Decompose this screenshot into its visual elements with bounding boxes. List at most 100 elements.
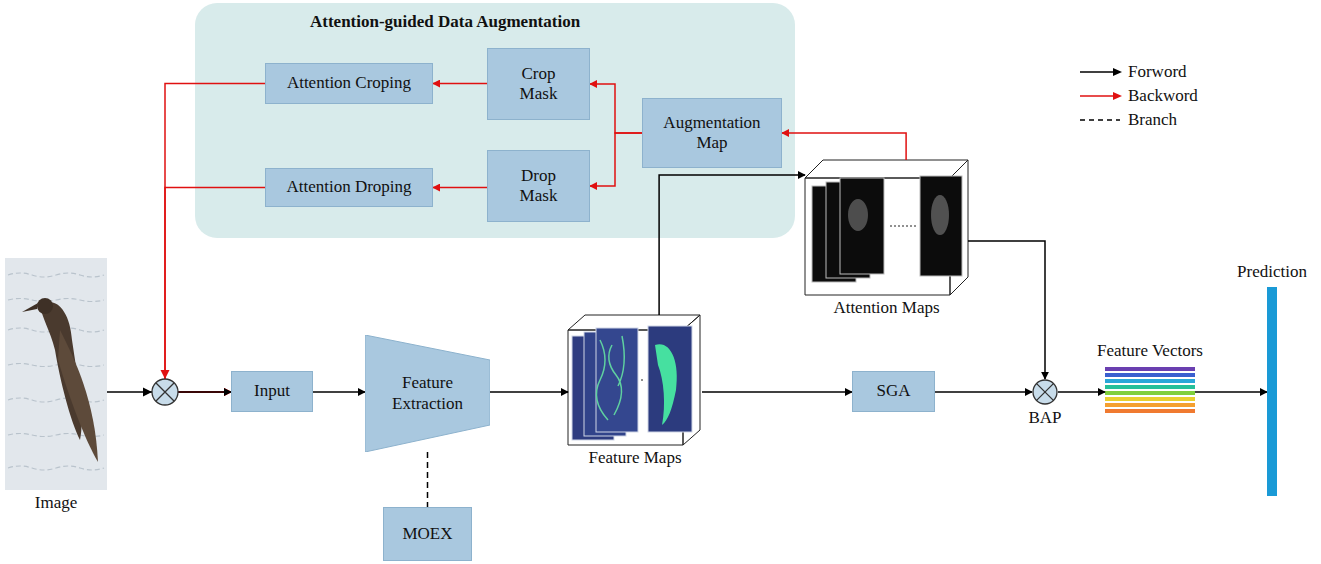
text-group: Augmentation Map — [660, 113, 764, 154]
legend-line — [1080, 95, 1114, 97]
feature-vector-stripes-part — [1105, 385, 1195, 389]
multiply-operator-part — [143, 388, 152, 397]
backward-sample — [1078, 89, 1124, 103]
process-box: SGA — [852, 371, 935, 412]
process-box: Attention Droping — [265, 168, 433, 207]
forward-arrow — [659, 175, 805, 315]
feature-map-stack-part — [641, 380, 645, 381]
figure-label: BAP — [1028, 408, 1061, 428]
figure-label: Feature Maps — [588, 448, 681, 468]
attention-map-stack-part — [840, 178, 884, 274]
attention-map-stack — [805, 160, 968, 295]
bird-photo — [5, 258, 107, 490]
figure-label: Image — [35, 493, 77, 513]
branch-line — [427, 452, 429, 507]
box-label: Crop Mask — [509, 64, 569, 105]
feature-vector-stripes — [1105, 367, 1195, 413]
process-box: Augmentation Map — [642, 98, 782, 168]
feature-map-stack-part — [655, 344, 677, 425]
bird-photo-part — [22, 303, 38, 312]
process-box: MOEX — [383, 507, 472, 561]
mask-box: Drop Mask — [487, 150, 590, 222]
box-label: Input — [254, 381, 290, 401]
attention-map-stack-part — [890, 226, 916, 227]
backward-arrow — [165, 84, 265, 393]
forward-arrow — [968, 241, 1045, 379]
group-panel: Attention-guided Data AugmentationAttent… — [195, 3, 795, 238]
backward-arrow — [782, 133, 906, 160]
box-label: Augmentation Map — [660, 113, 764, 154]
figure-label: Prediction — [1237, 262, 1307, 282]
bird-photo-part — [37, 298, 53, 314]
text-group: Attention Droping — [286, 177, 411, 197]
attention-map-stack-part — [848, 199, 868, 231]
feature-map-stack-part — [596, 328, 638, 432]
attention-map-stack-part — [920, 176, 962, 276]
feature-vector-stripes-part — [1105, 373, 1195, 377]
multiply-operator-part — [156, 383, 174, 401]
text-group: Feature Extraction — [386, 373, 470, 414]
bird-photo-part — [5, 258, 107, 490]
box-label: Attention Croping — [287, 73, 411, 93]
feature-maps: Feature Maps — [568, 315, 702, 445]
feature-vector-stripes-part — [1105, 391, 1195, 395]
legend-row: Forword — [1078, 60, 1198, 84]
trapezoid-shape — [365, 335, 490, 452]
bap-operator: BAP — [1032, 379, 1058, 405]
figure-label: Feature Vectors — [1097, 341, 1203, 361]
forward-arrow — [490, 391, 568, 393]
operator-cross — [1037, 384, 1054, 401]
forward-arrow — [313, 391, 365, 393]
legend-line — [1080, 71, 1114, 73]
bird-photo-part — [58, 330, 98, 462]
figure-label: Attention Maps — [833, 298, 939, 318]
feature-vectors: Feature Vectors — [1105, 366, 1195, 416]
legend-arrow-head — [1113, 92, 1122, 100]
feature-map-stack-part — [648, 326, 692, 432]
text-group: Drop Mask — [509, 166, 569, 207]
operator-circle — [1033, 380, 1057, 404]
forward-arrow — [702, 391, 852, 393]
legend-label: Forword — [1128, 62, 1187, 82]
box-label: SGA — [876, 381, 910, 401]
feature-vector-stripes-part — [1105, 397, 1195, 401]
box-label: Drop Mask — [509, 166, 569, 207]
forward-arrow — [1195, 391, 1267, 393]
process-box: Input — [231, 371, 313, 412]
feature-map-stack — [568, 315, 700, 445]
multiply-operator-part — [161, 370, 170, 379]
feature-vector-stripes-part — [1105, 379, 1195, 383]
forward-sample — [1078, 65, 1124, 79]
process-box: Attention Croping — [265, 63, 433, 104]
text-group: Input — [254, 381, 290, 401]
legend-line — [1080, 119, 1120, 121]
operator-outline — [1032, 379, 1058, 405]
backward-arrow — [590, 84, 642, 133]
feature-map-stack-part — [596, 336, 624, 420]
text-group: MOEX — [402, 524, 452, 544]
box-label: MOEX — [402, 524, 452, 544]
backward-arrow — [590, 133, 642, 186]
group-panel-ground — [195, 3, 795, 238]
legend: ForwordBackwordBranch — [1078, 60, 1198, 132]
box-label: Feature Extraction — [386, 373, 470, 414]
bird-photo-part — [8, 273, 104, 470]
attention-maps: Attention Maps — [805, 160, 968, 295]
legend-row: Branch — [1078, 108, 1198, 132]
legend-row: Backword — [1078, 84, 1198, 108]
backward-arrow — [433, 83, 487, 85]
forward-arrow — [1058, 391, 1105, 393]
feature-vector-stripes-part — [1105, 367, 1195, 371]
branch-sample — [1078, 113, 1124, 127]
text-group: Attention Croping — [287, 73, 411, 93]
multiply-operator — [143, 370, 178, 405]
backward-arrow — [165, 188, 265, 393]
feature-extractor: Feature Extraction — [365, 335, 490, 452]
box-label: Attention Droping — [286, 177, 411, 197]
legend-arrow-head — [1113, 68, 1122, 76]
backward-arrow — [433, 187, 487, 189]
feature-vector-stripes-part — [1105, 403, 1195, 407]
